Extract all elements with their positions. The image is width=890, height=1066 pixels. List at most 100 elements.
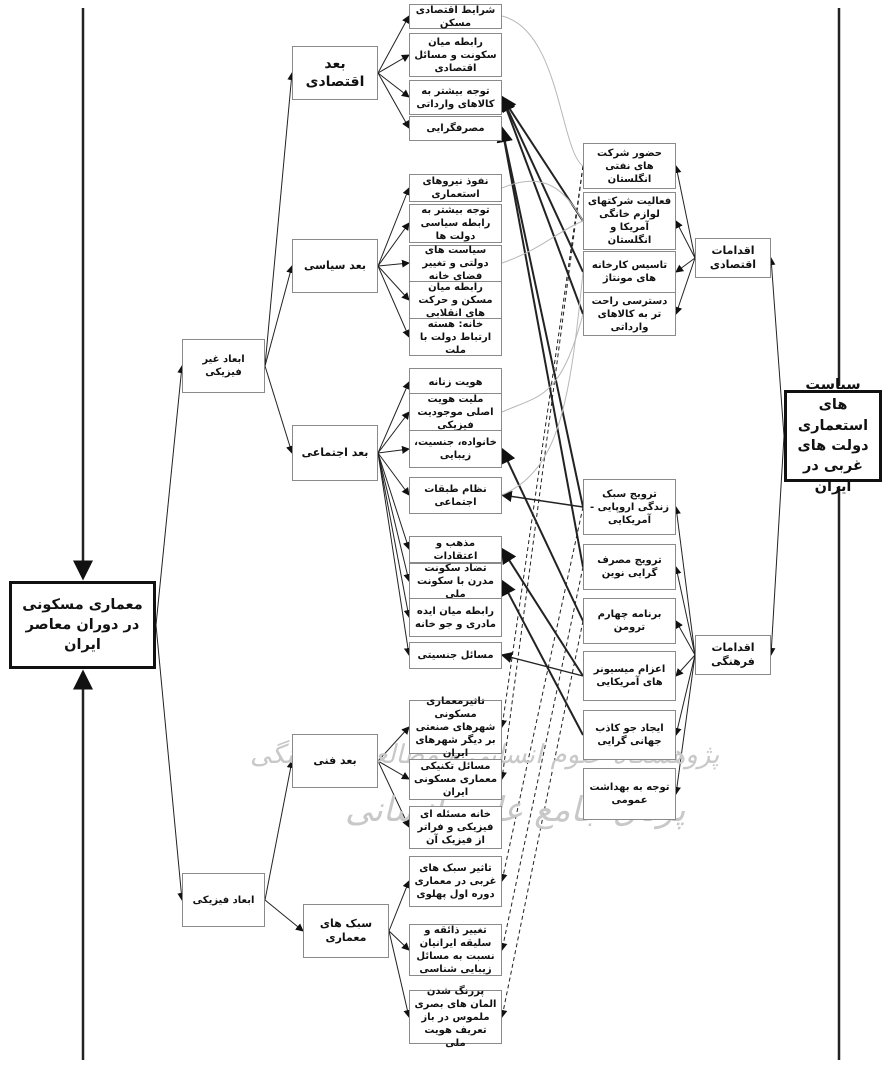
connector-line (496, 126, 584, 568)
cultural-action: ایجاد جو کاذب جهانی گرایی (583, 710, 676, 760)
connector-line (388, 880, 411, 932)
connector-line (377, 72, 410, 129)
technical-item: مسائل تکنیکی معماری مسکونی ایران (409, 759, 502, 800)
connector-line (377, 54, 410, 74)
connector-curve (501, 220, 584, 264)
cultural-action: برنامه چهارم ترومن (583, 598, 676, 644)
economic-action: تاسیس کارخانه های مونتاژ (583, 251, 676, 293)
cultural-action: ترویج سبک زندگی اروپایی - آمریکایی (583, 479, 676, 535)
connector-line (377, 452, 411, 550)
social-item: هویت زنانه (409, 368, 502, 396)
social-item: تضاد سکونت مدرن با سکونت ملی (409, 563, 502, 600)
social-item: مسائل جنسیتی (409, 642, 502, 669)
connector-line (500, 547, 584, 677)
connector-line (264, 365, 294, 454)
connector-line (377, 726, 410, 762)
connector-line (673, 654, 696, 736)
connector-curve (501, 180, 584, 222)
cultural-action: توجه به بهداشت عمومی (583, 768, 676, 820)
style-item: پررنگ شدن المان های بصری ملموس در باز تع… (409, 986, 502, 1049)
policy-node: سیاست های استعماری دولت های غربی در ایرا… (784, 377, 882, 495)
dimension-physical: ابعاد فیزیکی (182, 873, 265, 927)
connector-line (155, 365, 186, 626)
connector-curve (501, 15, 584, 167)
connector-line (675, 654, 696, 677)
political-item: نفوذ نیروهای استعماری (409, 174, 502, 202)
connector-line (264, 899, 304, 932)
connector-line (264, 265, 295, 367)
connector-line (672, 654, 696, 795)
connector-line (500, 95, 584, 222)
connector-line (377, 452, 412, 656)
social-item: مذهب و اعتقادات (409, 536, 502, 563)
style-item: تغییر ذائقه و سلیقه ایرانیان نسبت به مسا… (409, 924, 502, 976)
connector-line (377, 411, 410, 454)
economic-action: دسترسی راحت تر به کالاهای وارداتی (583, 292, 676, 336)
economic-action: حضور شرکت های نفتی انگلستان (583, 143, 676, 189)
cultural-action: اعزام میسیونر های آمریکایی (583, 651, 676, 701)
connector-line (500, 95, 584, 273)
dimension-non-physical: ابعاد غیر فیزیکی (182, 339, 265, 393)
connector-line (377, 381, 410, 454)
political-item: خانه: هسته ارتباط دولت با ملت (409, 318, 502, 356)
connector-line (500, 447, 584, 622)
political-item: رابطه میان مسکن و حرکت های انقلابی (409, 281, 502, 319)
connector-line (499, 165, 584, 728)
connector-line (377, 259, 410, 268)
connector-line (388, 930, 410, 951)
category-economic: بعد اقتصادی (292, 46, 378, 100)
social-item: ملیت هویت اصلی موجودیت فیزیکی (409, 393, 502, 432)
connector-curve (501, 271, 584, 496)
connector-line (673, 566, 696, 656)
connector-line (377, 452, 412, 618)
social-item: خانواده، جنسیت، زیبایی (409, 430, 502, 468)
policy-group-economic-actions: اقدامات اقتصادی (695, 238, 771, 278)
connector-line (767, 257, 785, 437)
connector-line (264, 760, 295, 901)
connector-line (674, 257, 696, 315)
connector-line (377, 15, 410, 74)
connector-line (377, 452, 412, 582)
policy-group-cultural-actions: اقدامات فرهنگی (695, 635, 771, 675)
connector-line (499, 95, 584, 315)
connector-line (264, 72, 296, 367)
economic-item: توجه بیشتر به کالاهای وارداتی (409, 80, 502, 115)
connector-line (675, 620, 696, 656)
connector-line (500, 652, 584, 677)
connector-line (497, 126, 584, 508)
connector-line (388, 930, 412, 1018)
connector-line (500, 490, 584, 508)
connector-line (155, 624, 186, 901)
connector-line (377, 187, 411, 267)
connector-line (501, 579, 584, 736)
connector-line (377, 452, 410, 496)
economic-item: مصرفگرایی (409, 116, 502, 141)
technical-item: خانه مسئله ای فیزیکی و فراتر از فیزیک آن (409, 806, 502, 849)
connector-line (377, 265, 410, 338)
style-item: تاثیر سبک های غربی در معماری دوره اول په… (409, 856, 502, 907)
category-technical: بعد فنی (292, 734, 378, 788)
connector-line (377, 72, 410, 98)
connector-line (767, 435, 785, 656)
technical-item: تاثیرمعماری مسکونی شهرهای صنعتی بر دیگر … (409, 696, 502, 759)
connector-line (498, 165, 584, 780)
connector-line (672, 506, 696, 656)
connector-line (377, 265, 410, 301)
connector-line (499, 506, 584, 882)
social-item: نظام طبقات اجتماعی (409, 477, 502, 514)
connector-line (377, 445, 410, 454)
connector-line (673, 165, 696, 259)
root-node: معماری مسکونی در دوران معاصر ایران (9, 581, 156, 669)
connector-line (377, 222, 410, 267)
economic-action: فعالیت شرکتهای لوازم خانگی آمریکا و انگل… (583, 192, 676, 250)
connector-line (675, 220, 696, 259)
social-item: رابطه میان ایده مادری و جو خانه (409, 598, 502, 637)
political-item: توجه بیشتر به رابطه سیاسی دولت ها (409, 204, 502, 243)
category-social: بعد اجتماعی (292, 425, 378, 481)
cultural-action: ترویج مصرف گرایی نوین (583, 544, 676, 590)
connector-curve (501, 313, 584, 413)
connector-line (499, 566, 584, 951)
connector-line (377, 760, 410, 780)
